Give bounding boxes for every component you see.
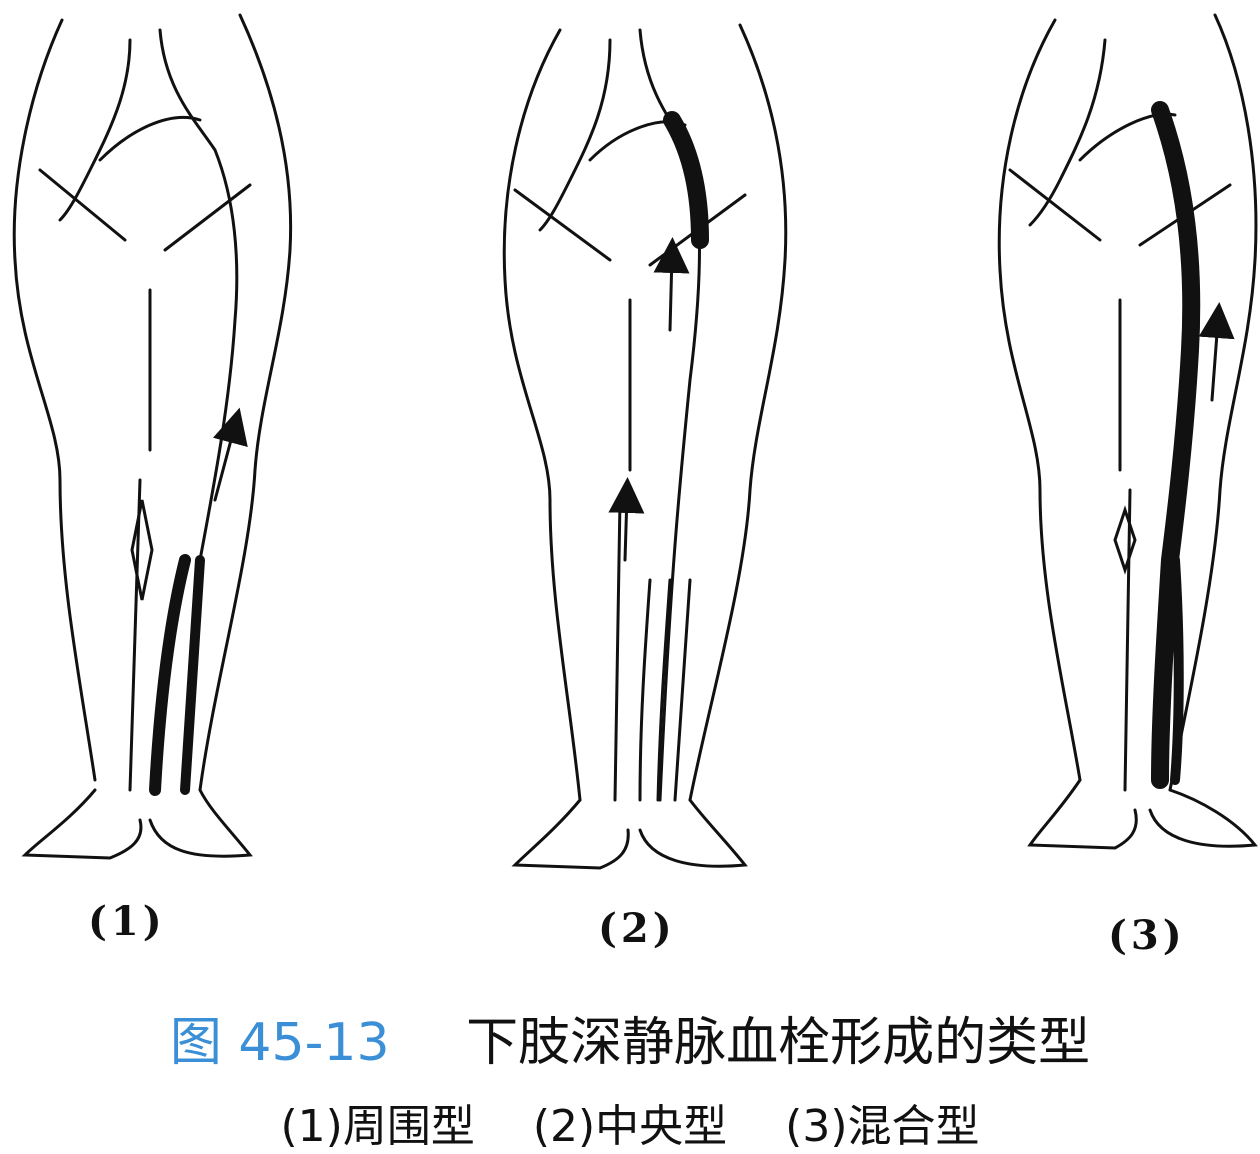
leg-panel-2 — [502, 23, 788, 870]
calf-vein-c — [673, 578, 692, 802]
calf-vein-a — [638, 578, 652, 802]
valve-diamond — [1113, 505, 1137, 575]
foot-outline — [21, 788, 253, 860]
leg-outline-right — [688, 23, 788, 802]
thrombus-calf — [149, 554, 191, 796]
leg-outline-left — [997, 18, 1082, 782]
figure-number: 图 45-13 — [169, 1013, 390, 1073]
great-saphenous-vein — [538, 38, 612, 232]
inner-calf-line — [613, 498, 622, 802]
panel-label-1: (1) — [88, 898, 166, 945]
leg-panel-3 — [997, 13, 1258, 850]
calf-vein-b — [656, 578, 672, 802]
figure-subcaption: (1)周围型 (2)中央型 (3)混合型 — [0, 1090, 1260, 1154]
panel-label-3: (3) — [1108, 912, 1186, 959]
subcaption-central: (2)中央型 — [532, 1101, 728, 1152]
knee-fold-left — [513, 188, 612, 262]
knee-fold-right — [163, 183, 252, 252]
leg-outline-left — [12, 18, 97, 782]
great-saphenous-vein — [1028, 38, 1107, 227]
subcaption-mixed: (3)混合型 — [785, 1101, 980, 1152]
vein-branch-top — [98, 115, 202, 162]
panel-label-2: (2) — [598, 905, 676, 952]
leg-panel-1 — [12, 13, 293, 860]
subcaption-peripheral: (1)周围型 — [280, 1101, 475, 1152]
knee-fold-left — [1008, 168, 1102, 242]
femoral-vein — [158, 28, 239, 562]
inner-calf-line — [1123, 488, 1132, 792]
flow-arrow-3 — [608, 477, 645, 562]
knee-fold-left — [38, 168, 127, 242]
foot-outline — [1027, 778, 1258, 850]
flow-arrow-1 — [212, 407, 248, 502]
flow-arrow-4 — [1198, 302, 1235, 402]
leg-outline-left — [502, 28, 582, 802]
great-saphenous-vein — [58, 38, 132, 222]
flow-arrow-2 — [653, 237, 690, 332]
figure-caption: 图 45-13 下肢深静脉血栓形成的类型 — [0, 1000, 1260, 1075]
foot-outline — [511, 798, 748, 870]
thrombus-branch — [1170, 555, 1184, 785]
leg-outline-right — [1168, 13, 1258, 792]
inner-calf-line — [128, 478, 142, 792]
leg-diagrams — [12, 13, 1258, 870]
figure-title: 下肢深静脉血栓形成的类型 — [466, 1013, 1091, 1073]
leg-outline-right — [198, 13, 293, 792]
thrombus-full — [1151, 101, 1201, 789]
thrombus-femoral — [663, 111, 709, 249]
thrombus-calf-2 — [180, 555, 205, 795]
valve-diamond — [130, 499, 154, 601]
